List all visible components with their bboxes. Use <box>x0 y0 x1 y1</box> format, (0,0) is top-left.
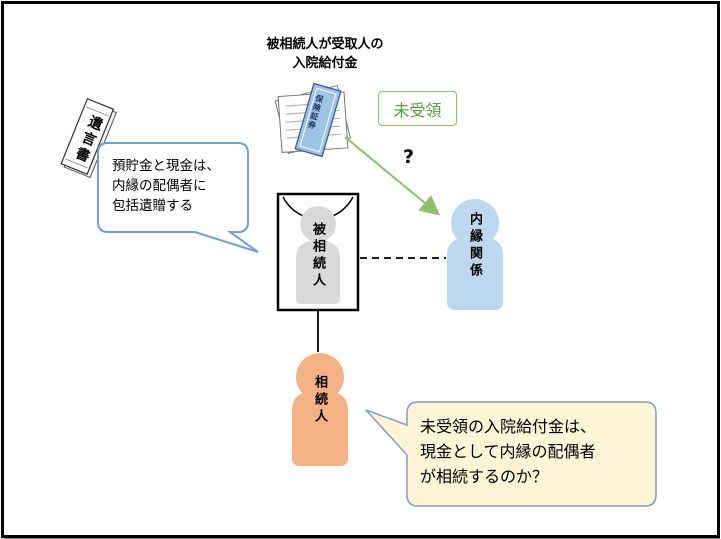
bubble-right-line-1: 未受領の入院給付金は、 <box>420 417 597 436</box>
bubble-right-text: 未受領の入院給付金は、 現金として内縁の配偶者 が相続するのか？ <box>420 414 650 489</box>
bubble-right-shape <box>365 401 657 507</box>
deceased-portrait <box>276 192 360 312</box>
bubble-right-line-3: が相続するのか？ <box>420 467 549 486</box>
question-mark: ? <box>403 146 415 168</box>
claim-arrow <box>344 136 441 216</box>
bubble-left-text: 預貯金と現金は、 内縁の配偶者に 包括遺贈する <box>112 156 252 216</box>
bubble-left-shape <box>97 142 259 253</box>
bubble-left-line-3: 包括遺贈する <box>112 198 193 214</box>
title-line-1: 被相続人が受取人の <box>266 37 384 52</box>
deceased-label: 被相続人 <box>310 222 325 290</box>
diagram-title: 被相続人が受取人の 入院給付金 <box>240 35 410 73</box>
will-document-icon <box>60 97 117 179</box>
heir-label: 相続人 <box>312 375 327 426</box>
unpaid-status-label: 未受領 <box>378 91 457 126</box>
title-line-2: 入院給付金 <box>292 56 358 71</box>
partner-label: 内縁関係 <box>467 212 482 280</box>
bubble-left-line-1: 預貯金と現金は、 <box>112 158 220 174</box>
bubble-right-line-2: 現金として内縁の配偶者 <box>420 442 596 461</box>
partner-figure <box>447 199 503 310</box>
insurance-certificate-icon <box>274 82 352 158</box>
heir-figure <box>292 353 348 466</box>
bubble-left-line-2: 内縁の配偶者に <box>112 178 207 194</box>
